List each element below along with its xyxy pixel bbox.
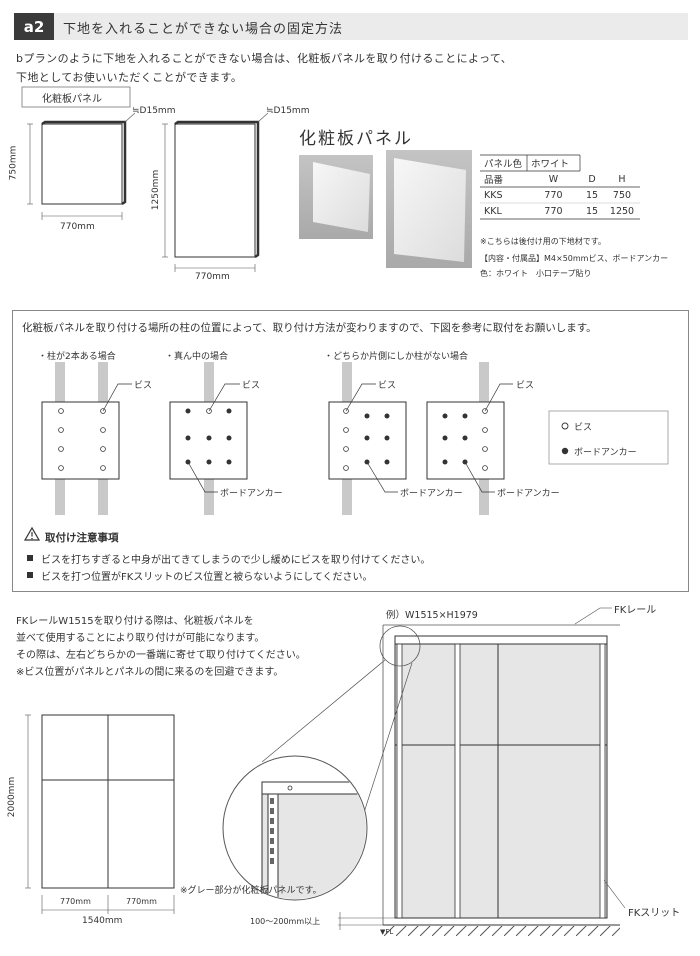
layout-width-b: 770mm <box>126 897 157 906</box>
spec-color-label: パネル色 <box>484 159 523 170</box>
height-label-large: 1250mm <box>151 169 162 211</box>
intro-line-1: bプランのように下地を入れることができない場合は、化粧板パネルを取り付けることに… <box>16 52 513 65</box>
layout-height-label: 2000mm <box>7 776 18 818</box>
spec-note-1: ※こちらは後付け用の下地材です。 <box>480 237 606 246</box>
width-label-small: 770mm <box>60 222 95 232</box>
spec-row: KKS 770 15 750 <box>480 187 640 203</box>
anchor-label-2: ボードアンカー <box>400 489 463 499</box>
mount-diagram-two-studs <box>41 362 132 515</box>
spec-cell-h: 1250 <box>609 205 635 217</box>
fk-text-2: 並べて使用することにより取り付けが可能になります。 <box>16 633 265 644</box>
panel-layout-diagram <box>25 714 175 914</box>
fk-example-label: 例）W1515×H1979 <box>386 610 478 621</box>
spec-note-3: 色：ホワイト 小口テープ貼り <box>480 269 592 278</box>
case-one-side-stud: ・どちらか片側にしか柱がない場合 <box>324 352 469 362</box>
screw-label-4: ビス <box>516 381 535 391</box>
spec-row: KKL 770 15 1250 <box>480 203 640 219</box>
large-panel <box>174 123 256 258</box>
legend-anchor-label: ボードアンカー <box>574 448 637 458</box>
panel-tag: 化粧板パネル <box>42 94 102 105</box>
anchor-label-1: ボードアンカー <box>220 489 283 499</box>
fk-text-4: ※ビス位置がパネルとパネルの間に来るのを回避できます。 <box>16 667 284 678</box>
height-label-small: 750mm <box>8 145 19 181</box>
spec-cell-d: 15 <box>585 189 599 201</box>
caution-title: 取付け注意事項 <box>45 532 119 544</box>
mounting-box <box>12 310 689 592</box>
fk-text-3: その際は、左右どちらかの一番端に寄せて取り付けてください。 <box>16 650 306 661</box>
mount-intro: 化粧板パネルを取り付ける場所の柱の位置によって、取り付け方法が変わりますので、下… <box>22 322 597 334</box>
legend-box <box>548 410 669 465</box>
spec-cell-w: 770 <box>544 189 563 201</box>
spec-header-code: 品番 <box>484 175 504 186</box>
legend-anchor-symbol <box>561 447 569 455</box>
case-two-studs: ・柱が2本ある場合 <box>38 352 116 362</box>
fk-rail-label: FKレール <box>614 605 657 616</box>
bullet-1 <box>27 555 33 561</box>
floor-level-label: ▼FL <box>380 928 394 936</box>
spec-table: パネル色 ホワイト 品番 W D H KKS 770 15 750 KKL 77… <box>480 155 640 219</box>
depth-label-large: ≒D15mm <box>266 106 310 116</box>
layout-width-a: 770mm <box>60 897 91 906</box>
spec-header-w: W <box>548 173 559 185</box>
screw-label-1: ビス <box>134 381 153 391</box>
gray-note: ※グレー部分が化粧板パネルです。 <box>180 886 322 896</box>
zoom-callout <box>222 625 421 901</box>
depth-label-small: ≒D15mm <box>132 106 176 116</box>
section-title: 下地を入れることができない場合の固定方法 <box>63 22 344 37</box>
caution-1: ビスを打ちすぎると中身が出てきてしまうので少し緩めにビスを取り付けてください。 <box>41 555 431 566</box>
bullet-2 <box>27 572 33 578</box>
fk-text-1: FKレールW1515を取り付ける際は、化粧板パネルを <box>16 616 254 627</box>
anchor-label-3: ボードアンカー <box>497 489 560 499</box>
spec-cell-code: KKL <box>484 205 502 217</box>
spec-header-row: 品番 W D H <box>480 171 640 187</box>
mount-diagram-right-stud <box>426 362 513 515</box>
floor-gap-label: 100〜200mm以上 <box>250 917 321 926</box>
legend-screw-symbol <box>561 422 569 430</box>
caution-2: ビスを打つ位置がFKスリットのビス位置と被らないようにしてください。 <box>41 572 373 583</box>
spec-color-value: ホワイト <box>531 159 570 170</box>
spec-note-2: 【内容・付属品】M4×50mmビス、ボードアンカー <box>480 254 669 263</box>
layout-width-total: 1540mm <box>82 916 123 926</box>
spec-cell-d: 15 <box>585 205 599 217</box>
screw-label-3: ビス <box>378 381 397 391</box>
fk-rail-diagram <box>338 607 626 936</box>
screw-label-2: ビス <box>242 381 261 391</box>
section-badge: a2 <box>14 13 54 40</box>
intro-line-2: 下地としてお使いいただくことができます。 <box>16 71 243 84</box>
spec-cell-w: 770 <box>544 205 563 217</box>
case-center-stud: ・真ん中の場合 <box>165 352 229 362</box>
legend-screw-label: ビス <box>574 423 593 433</box>
spec-header-h: H <box>618 173 626 185</box>
fk-slit-label: FKスリット <box>628 908 681 919</box>
spec-cell-h: 750 <box>612 189 632 201</box>
spec-header-d: D <box>588 173 596 185</box>
width-label-large: 770mm <box>195 272 230 282</box>
spec-color-row: パネル色 ホワイト <box>480 155 640 171</box>
mount-diagram-left-stud <box>328 362 407 515</box>
panel-tag-frame <box>21 86 131 108</box>
section-header: a2 下地を入れることができない場合の固定方法 <box>14 13 688 40</box>
mount-diagram-center-stud <box>169 362 248 515</box>
spec-cell-code: KKS <box>484 189 503 201</box>
small-panel <box>41 123 123 205</box>
product-title: 化粧板パネル <box>299 129 413 149</box>
intro-text: bプランのように下地を入れることができない場合は、化粧板パネルを取り付けることに… <box>16 49 512 87</box>
